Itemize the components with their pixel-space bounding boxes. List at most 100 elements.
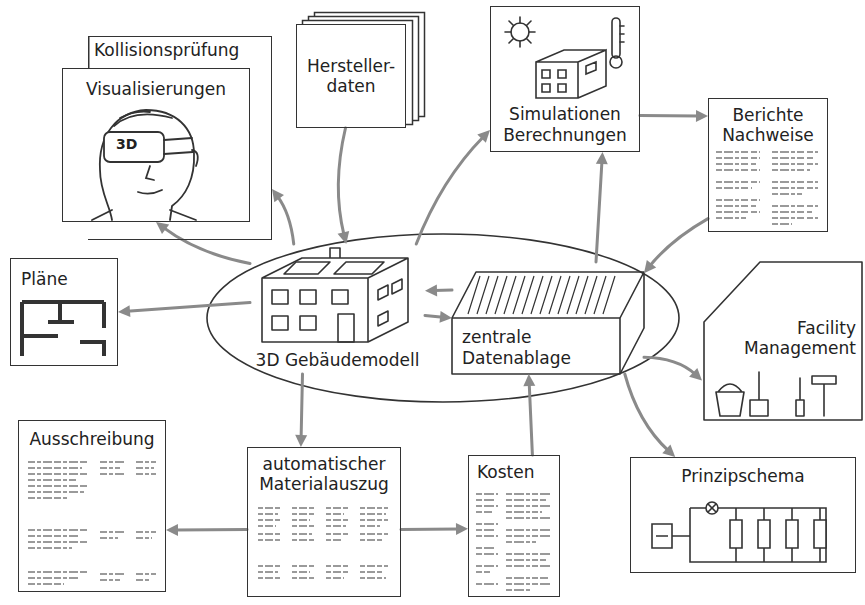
- arrow-head: [118, 305, 130, 317]
- arrow-head: [456, 523, 468, 535]
- flow-arrow: [295, 374, 307, 447]
- sun-rays: [505, 17, 535, 47]
- windows: [542, 62, 596, 92]
- arrow-head: [156, 222, 169, 234]
- node-label: Pläne: [21, 269, 68, 289]
- node-label: Ausschreibung: [29, 429, 154, 449]
- arrow-line: [529, 383, 532, 455]
- head-outline: [100, 110, 194, 220]
- mouth: [138, 190, 162, 194]
- card-back: Kollisionsprüfung: [88, 36, 272, 240]
- arrow-head: [439, 311, 452, 323]
- data-storage-node: zentrale Datenablage: [452, 262, 644, 374]
- flow-arrow: [166, 524, 247, 536]
- arrow-head: [523, 374, 535, 386]
- flow-arrow: [523, 374, 535, 455]
- broom: [750, 372, 768, 416]
- arrow-head: [696, 110, 708, 122]
- goggle-strap: [164, 138, 193, 154]
- file-folders: [468, 276, 615, 314]
- facility-house-node: Facility Management: [702, 262, 862, 420]
- node-label: Kollisionsprüfung: [94, 40, 239, 60]
- arrow-line: [277, 196, 293, 244]
- arrow-line: [640, 114, 699, 117]
- node-label: Prinzipschema: [681, 466, 804, 486]
- floor-plan: [22, 302, 104, 356]
- box-front: [452, 318, 620, 374]
- flow-arrow: [416, 130, 490, 244]
- simulation-box: Simulationen Berechnungen: [490, 6, 640, 152]
- lamp-cross: [708, 504, 716, 512]
- cost-sheet: Kosten: [468, 455, 560, 597]
- flow-arrow: [596, 152, 608, 262]
- arrow-head: [166, 524, 178, 536]
- pseudo-text: [258, 508, 388, 578]
- node-label: Kosten: [477, 462, 534, 482]
- arrow-head: [644, 260, 656, 273]
- node-label: 3D Gebäudemodell: [256, 350, 420, 370]
- node-label: Visualisierungen: [86, 79, 226, 99]
- flow-arrow: [118, 303, 250, 318]
- flow-arrow: [401, 523, 468, 535]
- resistor-symbols: [730, 520, 826, 548]
- building-outline: [262, 258, 408, 342]
- vr-goggles: [104, 132, 164, 162]
- arrow-line: [175, 528, 247, 532]
- arrow-line: [650, 219, 708, 267]
- nose: [146, 166, 154, 180]
- facade-openings: [272, 290, 354, 342]
- hammer: [812, 376, 836, 416]
- screwdriver: [796, 378, 804, 416]
- pseudo-text: [28, 462, 156, 584]
- sun: [511, 23, 529, 41]
- thermometer: [612, 18, 620, 58]
- arrow-line: [401, 527, 459, 531]
- arrow-head: [295, 435, 307, 447]
- back-card-edge: [88, 36, 90, 68]
- card-front: Visualisierungen: [62, 68, 250, 222]
- front-page-ground: [296, 24, 406, 128]
- model-ellipse: [207, 234, 679, 402]
- node-label: Hersteller- daten: [303, 56, 399, 97]
- flow-arrow: [156, 222, 250, 264]
- arrow-head: [689, 368, 702, 381]
- tender-sheet: Ausschreibung: [18, 420, 166, 592]
- flow-arrow: [644, 357, 702, 380]
- arrow-line: [625, 374, 669, 451]
- tender-text-lines: [28, 462, 156, 584]
- plan-sheet: Pläne: [10, 258, 118, 366]
- arrow-head: [425, 284, 437, 296]
- schema-sheet: Prinzipschema: [630, 457, 856, 573]
- pseudo-text: [716, 152, 818, 224]
- arrow-head: [272, 189, 284, 202]
- document-stack: Hersteller- daten: [296, 24, 406, 128]
- chimney: [330, 248, 340, 258]
- report-text-lines: [716, 152, 818, 224]
- report-sheet: Berichte Nachweise: [708, 98, 828, 232]
- branch-wires: [736, 508, 820, 562]
- material-text-lines: [258, 508, 388, 578]
- node-label: zentrale Datenablage: [462, 327, 577, 368]
- arrow-line: [596, 161, 602, 262]
- material-sheet: automatischer Materialauszug: [247, 447, 401, 597]
- flow-arrow: [272, 189, 294, 244]
- box-top-side: [452, 272, 644, 374]
- arrow-line: [127, 303, 250, 312]
- pseudo-text: [476, 494, 552, 590]
- flow-arrow: [625, 374, 675, 457]
- data-storage-box: [452, 272, 644, 374]
- building-model: [262, 248, 408, 342]
- side-windows: [378, 279, 402, 326]
- flow-arrow: [425, 311, 452, 323]
- small-building: [536, 50, 606, 98]
- flow-arrow: [338, 128, 350, 244]
- arrow-line: [163, 227, 250, 263]
- arrow-head: [477, 130, 490, 143]
- node-label: Facility Management: [741, 318, 856, 359]
- circuit-schema: [652, 502, 826, 562]
- arrow-head: [596, 152, 608, 164]
- flow-arrow: [644, 219, 708, 274]
- arrow-line: [338, 128, 345, 235]
- lamp-symbol: [706, 502, 718, 514]
